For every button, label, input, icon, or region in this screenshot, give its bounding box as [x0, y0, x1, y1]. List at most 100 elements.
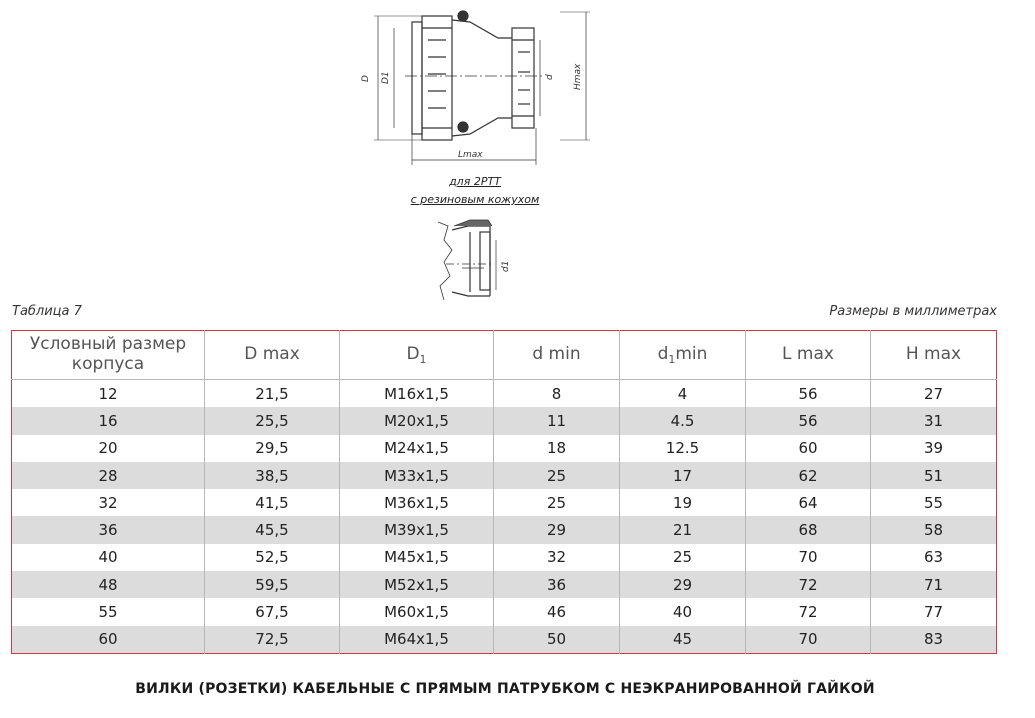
cell-D1: M36x1,5 — [339, 489, 494, 517]
cell-d1min: 25 — [619, 543, 746, 572]
cell-hmax: 55 — [870, 489, 997, 517]
cell-D1: M33x1,5 — [339, 461, 494, 490]
cell-dmin: 11 — [493, 407, 620, 435]
cell-d1min: 17 — [619, 461, 746, 490]
cell-dmin: 29 — [493, 516, 620, 544]
cell-D1: M52x1,5 — [339, 571, 494, 599]
cell-d1min: 21 — [619, 516, 746, 544]
cell-lmax: 72 — [745, 571, 871, 599]
cell-size: 32 — [11, 489, 205, 517]
cell-dmin: 50 — [493, 625, 620, 654]
cell-D1: M39x1,5 — [339, 516, 494, 544]
cell-hmax: 71 — [870, 571, 997, 599]
cell-dmin: 18 — [493, 434, 620, 462]
cell-size: 16 — [11, 407, 205, 435]
cell-dmin: 32 — [493, 543, 620, 572]
cell-hmax: 31 — [870, 407, 997, 435]
cell-dmin: 8 — [493, 379, 620, 408]
cell-lmax: 70 — [745, 543, 871, 572]
connector-drawing-svg: D D1 d Hmax Lmax d1 — [361, 10, 590, 300]
cell-d1min: 12.5 — [619, 434, 746, 462]
header-lmax: L max — [745, 330, 871, 380]
cell-D1: M24x1,5 — [339, 434, 494, 462]
cell-D1: M16x1,5 — [339, 379, 494, 408]
cell-hmax: 77 — [870, 598, 997, 626]
header-hmax: H max — [870, 330, 997, 380]
cell-size: 60 — [11, 625, 205, 654]
cell-size: 55 — [11, 598, 205, 626]
header-size: Условный размер корпуса — [11, 330, 205, 380]
header-d1-sub: 1 — [668, 353, 676, 367]
cell-dmin: 46 — [493, 598, 620, 626]
cell-dmax: 67,5 — [204, 598, 340, 626]
header-D1-sub: 1 — [419, 353, 427, 367]
cell-lmax: 70 — [745, 625, 871, 654]
cell-d1min: 4 — [619, 379, 746, 408]
cell-D1: M60x1,5 — [339, 598, 494, 626]
cell-dmax: 41,5 — [204, 489, 340, 517]
cell-lmax: 62 — [745, 461, 871, 490]
cell-D1: M45x1,5 — [339, 543, 494, 572]
cell-size: 48 — [11, 571, 205, 599]
main-connector-view — [374, 10, 590, 165]
header-dmax: D max — [204, 330, 340, 380]
cell-dmin: 25 — [493, 489, 620, 517]
cell-size: 36 — [11, 516, 205, 544]
cell-dmax: 25,5 — [204, 407, 340, 435]
cell-dmax: 72,5 — [204, 625, 340, 654]
cell-hmax: 51 — [870, 461, 997, 490]
header-dmin: d min — [493, 330, 620, 380]
cell-hmax: 58 — [870, 516, 997, 544]
cell-d1min: 40 — [619, 598, 746, 626]
label-D1: D1 — [381, 71, 391, 84]
cell-d1min: 45 — [619, 625, 746, 654]
detail-connector-view — [437, 219, 497, 300]
header-d1-tail: min — [675, 344, 708, 365]
cell-D1: M20x1,5 — [339, 407, 494, 435]
cell-lmax: 72 — [745, 598, 871, 626]
header-D1: D1 — [339, 330, 494, 380]
cell-size: 28 — [11, 461, 205, 490]
cell-dmax: 38,5 — [204, 461, 340, 490]
cell-lmax: 64 — [745, 489, 871, 517]
cell-size: 20 — [11, 434, 205, 462]
drawing-note-line1: для 2РТТ — [449, 175, 501, 188]
cell-d1min: 29 — [619, 571, 746, 599]
dimensions-table: Условный размер корпуса D max D1 d min d… — [11, 330, 997, 654]
cell-dmax: 59,5 — [204, 571, 340, 599]
cell-size: 12 — [11, 379, 205, 408]
label-Lmax: Lmax — [458, 150, 483, 160]
label-d: d — [545, 74, 555, 80]
cell-lmax: 68 — [745, 516, 871, 544]
cell-size: 40 — [11, 543, 205, 572]
header-d1min: d1min — [619, 330, 746, 380]
cell-lmax: 56 — [745, 379, 871, 408]
table-header-row: Условный размер корпуса D max D1 d min d… — [11, 330, 997, 380]
label-D: D — [361, 75, 371, 82]
header-D1-main: D — [406, 344, 420, 365]
footer-title: ВИЛКИ (РОЗЕТКИ) КАБЕЛЬНЫЕ С ПРЯМЫМ ПАТРУ… — [135, 681, 875, 697]
cell-hmax: 39 — [870, 434, 997, 462]
header-d1-main: d — [657, 344, 669, 365]
label-d1: d1 — [501, 261, 511, 272]
cell-dmin: 25 — [493, 461, 620, 490]
cell-lmax: 60 — [745, 434, 871, 462]
table-caption: Таблица 7 — [12, 304, 82, 319]
cell-d1min: 4.5 — [619, 407, 746, 435]
label-Hmax: Hmax — [573, 63, 583, 90]
cell-hmax: 27 — [870, 379, 997, 408]
cell-D1: M64x1,5 — [339, 625, 494, 654]
cell-d1min: 19 — [619, 489, 746, 517]
cell-dmax: 52,5 — [204, 543, 340, 572]
cell-hmax: 83 — [870, 625, 997, 654]
